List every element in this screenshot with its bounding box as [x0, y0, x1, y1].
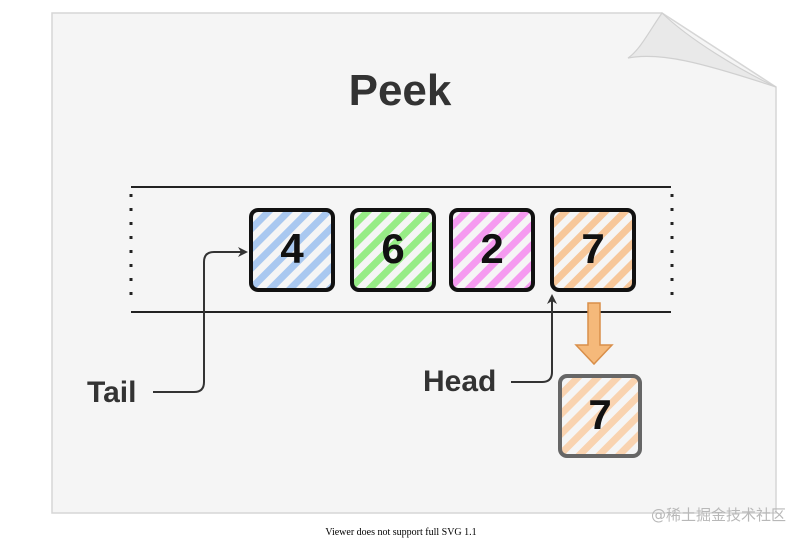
peeked-item: 7: [558, 374, 642, 458]
peek-down-arrow-icon: [574, 302, 614, 366]
queue-item: 2: [449, 208, 535, 292]
tail-label: Tail: [87, 376, 136, 409]
tail-arrow: [153, 247, 248, 393]
page-title: Peek: [349, 66, 452, 115]
queue-container: [129, 186, 674, 313]
page-fold-corner: [627, 12, 777, 88]
peeked-item-value: 7: [588, 391, 611, 438]
queue-item-value: 4: [280, 225, 304, 272]
queue-item-value: 6: [381, 225, 404, 272]
viewer-support-notice: Viewer does not support full SVG 1.1: [325, 527, 477, 538]
head-label: Head: [423, 365, 496, 398]
queue-item: 4: [249, 208, 335, 292]
queue-item-value: 2: [480, 225, 503, 272]
queue-item-value: 7: [581, 225, 604, 272]
head-arrow: [511, 294, 557, 383]
queue-item-head: 7: [550, 208, 636, 292]
watermark: @稀土掘金技术社区: [650, 506, 786, 524]
queue-item: 6: [350, 208, 436, 292]
